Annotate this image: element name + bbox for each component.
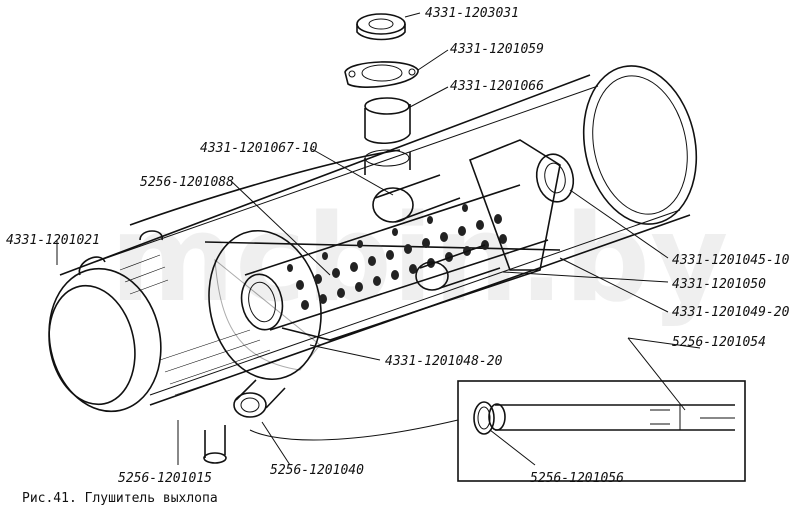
inlet-flange-parts <box>344 13 419 175</box>
inner-baffle-left <box>208 229 322 381</box>
label-5256-1201088: 5256-1201088 <box>140 175 234 190</box>
label-4331-1201059: 4331-1201059 <box>450 42 544 57</box>
label-5256-1201015: 5256-1201015 <box>118 471 212 486</box>
pipe-1201067 <box>372 187 414 223</box>
label-4331-1201021: 4331-1201021 <box>6 233 100 248</box>
outlet-pipes <box>78 230 286 464</box>
label-4331-1201050: 4331-1201050 <box>672 277 766 292</box>
watermark: mcbin.by <box>110 190 728 329</box>
leader-lines <box>56 12 701 466</box>
inset-detail <box>249 380 746 482</box>
label-5256-1201040: 5256-1201040 <box>270 463 364 478</box>
label-4331-1201066: 4331-1201066 <box>450 79 544 94</box>
figure-caption: Рис.41. Глушитель выхлопа <box>22 491 218 506</box>
label-5256-1201056: 5256-1201056 <box>530 471 624 486</box>
inner-pipes <box>281 139 575 341</box>
side-pipe <box>78 256 106 276</box>
pipe-1201050 <box>415 261 449 291</box>
part-labels: 4331-1203031 4331-1201059 4331-1201066 4… <box>6 6 790 486</box>
outlet-1201040 <box>233 392 267 418</box>
label-5256-1201054: 5256-1201054 <box>672 335 766 350</box>
ring-1201056 <box>473 401 495 435</box>
left-cap-face <box>48 284 136 406</box>
ring-1201045 <box>535 153 575 203</box>
label-4331-1203031: 4331-1203031 <box>425 6 519 21</box>
right-end-cap <box>582 65 698 225</box>
label-4331-1201049-20: 4331-1201049-20 <box>672 305 790 320</box>
inset-frame <box>457 380 746 482</box>
muffler-body <box>48 65 698 413</box>
label-4331-1201045-10: 4331-1201045-10 <box>672 253 790 268</box>
label-4331-1201067-10: 4331-1201067-10 <box>200 141 318 156</box>
label-4331-1201048-20: 4331-1201048-20 <box>385 354 503 369</box>
baffle-1201049 <box>468 139 561 271</box>
